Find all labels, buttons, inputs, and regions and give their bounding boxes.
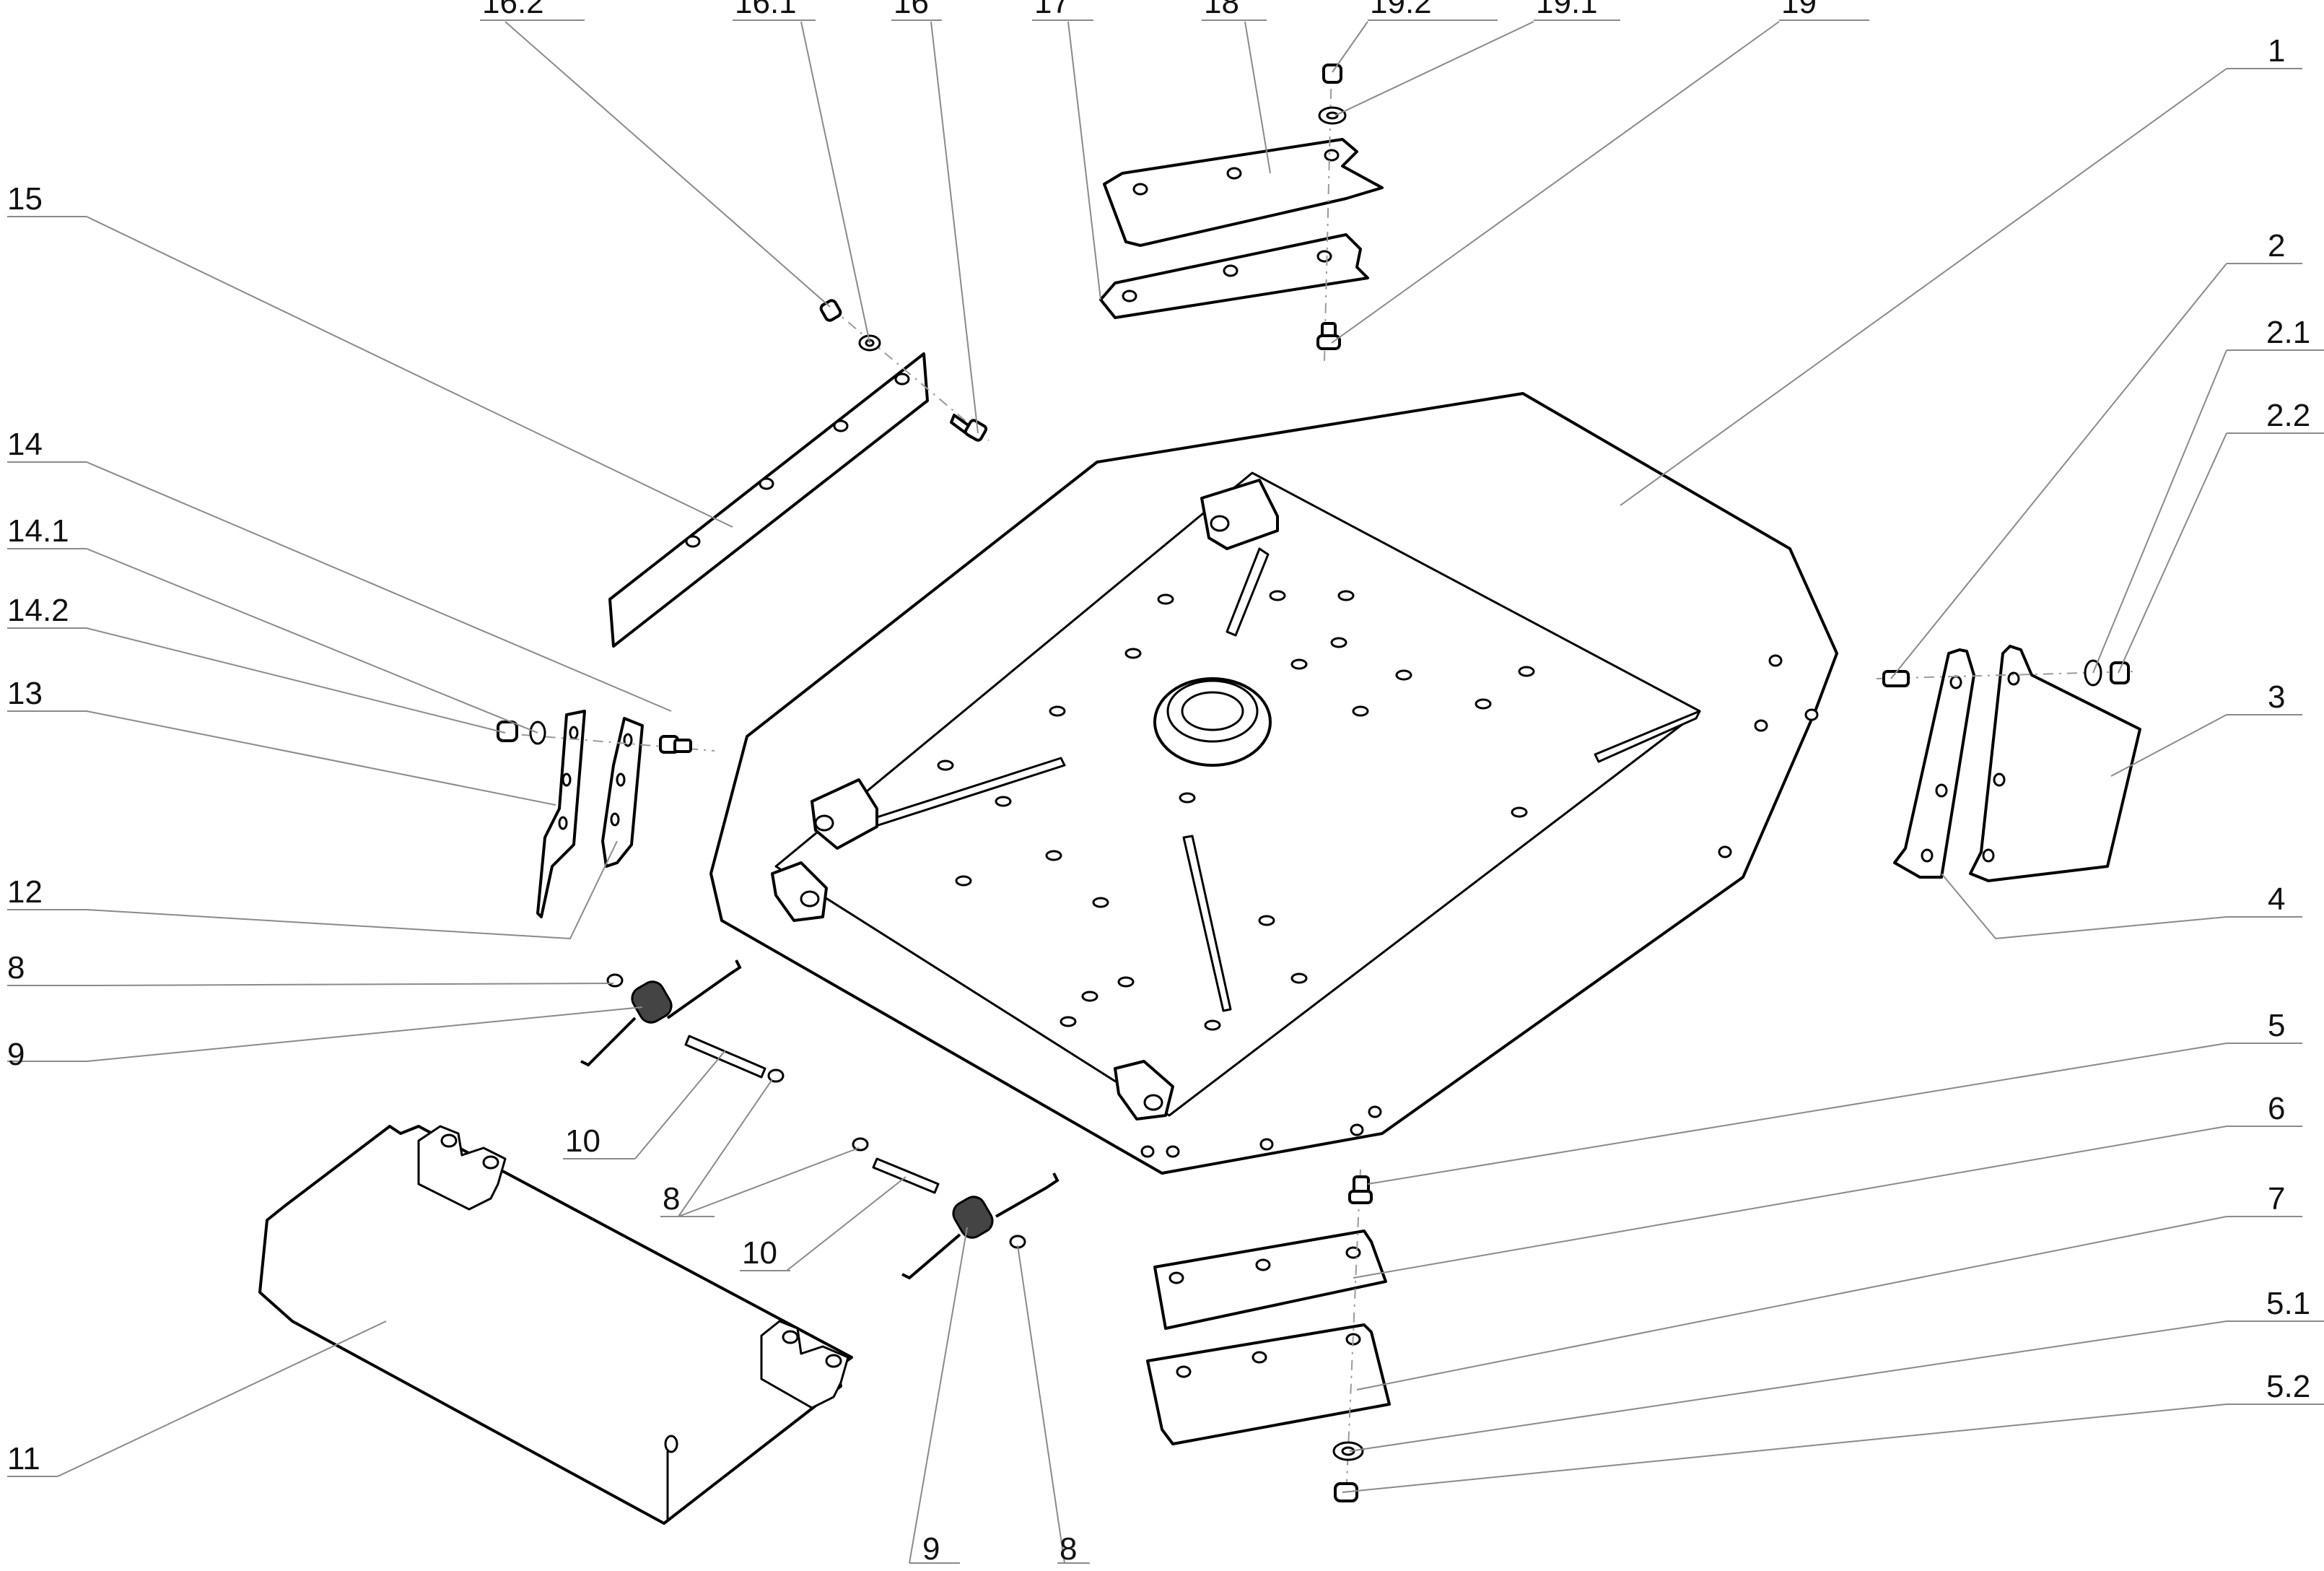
label-19-1: 19.1 (1536, 0, 1598, 20)
label-5-1: 5.1 (2266, 1286, 2310, 1321)
label-3: 3 (2268, 679, 2285, 715)
label-13: 13 (7, 676, 43, 711)
leader-lines (7, 19, 2324, 1564)
part-1-main-deck (709, 392, 1838, 1175)
part-18-top-plate (1103, 138, 1384, 247)
label-11: 11 (7, 1441, 40, 1476)
label-5: 5 (2268, 1008, 2285, 1043)
label-2-1: 2.1 (2266, 315, 2310, 350)
label-19: 19 (1781, 0, 1817, 20)
label-6: 6 (2268, 1091, 2285, 1126)
fasteners-14 (497, 721, 715, 754)
label-14-2: 14.2 (7, 593, 69, 628)
part-15-long-strip (608, 352, 929, 648)
label-9-a: 9 (7, 1037, 25, 1072)
spring-assembly-lower (852, 1137, 1060, 1280)
fasteners-5 (1332, 1169, 1373, 1502)
label-14-1: 14.1 (7, 513, 69, 549)
label-7: 7 (2268, 1181, 2285, 1217)
label-16: 16 (894, 0, 929, 20)
label-2-2: 2.2 (2266, 398, 2310, 433)
label-8-a: 8 (7, 950, 25, 985)
spring-assembly-upper (580, 959, 785, 1083)
label-8-c: 8 (1060, 1531, 1077, 1567)
label-2: 2 (2268, 228, 2285, 264)
label-17: 17 (1034, 0, 1070, 20)
label-10-a: 10 (565, 1123, 600, 1159)
label-4: 4 (2268, 882, 2285, 917)
label-9-b: 9 (922, 1531, 940, 1567)
center-boss (1153, 677, 1272, 767)
label-15: 15 (7, 181, 43, 217)
part-3-bracket (1969, 645, 2141, 882)
part-13-strip (536, 710, 586, 918)
deck-holes (937, 590, 1819, 1158)
part-17-lower-strip (1099, 233, 1369, 319)
label-19-2: 19.2 (1370, 0, 1432, 20)
label-10-b: 10 (742, 1235, 777, 1271)
label-1: 1 (2268, 33, 2285, 69)
label-14: 14 (7, 427, 43, 462)
fasteners-19 (1316, 64, 1347, 362)
part-labels: 16.2 16.1 16 17 18 19.2 19.1 19 1 15 2 2… (7, 0, 2310, 1567)
label-5-2: 5.2 (2266, 1369, 2310, 1404)
label-18: 18 (1204, 0, 1239, 20)
label-16-2: 16.2 (482, 0, 544, 20)
label-16-1: 16.1 (735, 0, 797, 20)
part-7-plate (1146, 1323, 1391, 1445)
part-11-guard (258, 1125, 853, 1525)
part-6-plate (1153, 1230, 1387, 1330)
part-12-strip (601, 717, 644, 868)
label-12: 12 (7, 874, 43, 910)
part-4-bracket (1893, 648, 1975, 879)
label-8-b: 8 (663, 1181, 680, 1217)
